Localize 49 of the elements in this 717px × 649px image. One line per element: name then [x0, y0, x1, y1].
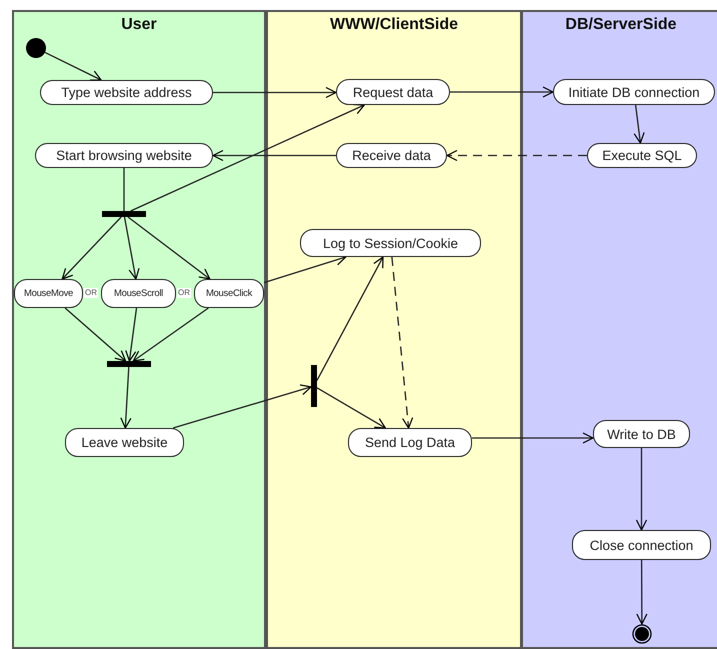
arrow — [130, 104, 365, 212]
arrow — [391, 256, 414, 429]
arrow — [128, 216, 210, 280]
arrow — [636, 560, 648, 625]
arrow — [472, 432, 594, 444]
activity-box: Initiate DB connection — [553, 79, 715, 105]
activity-box: MouseClick — [194, 279, 264, 308]
arrow — [316, 256, 384, 381]
fork-bar — [102, 211, 146, 217]
arrow — [120, 366, 132, 429]
arrow — [132, 307, 209, 362]
lane-heading: WWW/ClientSide — [329, 16, 459, 34]
arrow — [446, 150, 587, 162]
arrow — [172, 384, 312, 429]
arrow — [125, 308, 138, 362]
activity-box: Execute SQL — [587, 143, 697, 168]
lane-heading: User — [120, 16, 158, 34]
or-label: OR — [84, 288, 98, 298]
arrow — [213, 86, 337, 98]
activity-box: Close connection — [572, 530, 711, 560]
fork-bar — [107, 361, 151, 367]
arrow — [212, 150, 336, 162]
arrow — [124, 216, 140, 280]
swimlane — [521, 10, 717, 649]
activity-box: Log to Session/Cookie — [300, 229, 481, 257]
arrow — [264, 254, 346, 284]
swimlane — [12, 10, 266, 649]
activity-box: Start browsing website — [35, 143, 213, 168]
arrow — [44, 52, 102, 81]
join-bar — [311, 365, 317, 407]
activity-box: MouseMove — [14, 279, 83, 308]
activity-box: Type website address — [40, 80, 213, 105]
arrow — [636, 448, 648, 531]
activity-box: Request data — [336, 79, 450, 105]
activity-box: Leave website — [65, 428, 184, 457]
arrow — [64, 308, 126, 362]
arrow — [450, 86, 554, 98]
activity-box: Write to DB — [593, 420, 690, 448]
activity-box: Send Log Data — [348, 428, 472, 457]
activity-box: Receive data — [336, 143, 447, 168]
swimlane — [266, 10, 522, 649]
lane-heading: DB/ServerSide — [564, 16, 678, 34]
activity-box: MouseScroll — [101, 279, 176, 308]
final-node — [632, 624, 652, 644]
arrow — [634, 104, 645, 144]
arrow — [62, 216, 122, 280]
start-node — [26, 38, 46, 58]
arrow — [316, 387, 386, 429]
or-label: OR — [177, 288, 191, 298]
